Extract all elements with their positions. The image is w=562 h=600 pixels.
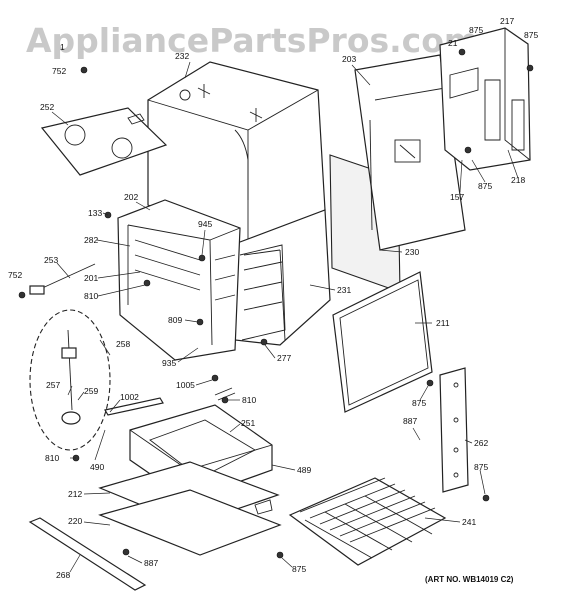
- part-label-201: 201: [84, 273, 98, 283]
- part-label-875: 875: [469, 25, 483, 35]
- screw-icon: [143, 279, 151, 287]
- oven-rack-part: [288, 477, 447, 566]
- leader-lines: [51, 61, 519, 573]
- part-label-490: 490: [90, 462, 104, 472]
- probe-rod-part: [29, 263, 96, 295]
- part-label-1002: 1002: [120, 392, 139, 402]
- part-label-157: 157: [450, 192, 464, 202]
- screw-icon: [80, 66, 88, 74]
- part-label-809: 809: [168, 315, 182, 325]
- part-label-810: 810: [45, 453, 59, 463]
- part-label-257: 257: [46, 380, 60, 390]
- top-plate-part: [40, 107, 168, 176]
- part-label-212: 212: [68, 489, 82, 499]
- light-assembly-part: [29, 309, 111, 451]
- part-label-887: 887: [144, 558, 158, 568]
- part-label-211: 211: [436, 318, 450, 328]
- screw-icon: [464, 146, 472, 154]
- part-label-203: 203: [342, 54, 356, 64]
- part-label-230: 230: [405, 247, 419, 257]
- part-label-268: 268: [56, 570, 70, 580]
- part-label-752: 752: [52, 66, 66, 76]
- front-trim-part: [28, 517, 147, 591]
- bottom-panel-part: [98, 461, 282, 556]
- part-label-752: 752: [8, 270, 22, 280]
- part-label-1: 1: [60, 42, 65, 52]
- screw-icon: [221, 396, 229, 404]
- part-label-875: 875: [478, 181, 492, 191]
- screw-icon: [211, 374, 219, 382]
- part-label-810: 810: [242, 395, 256, 405]
- trim-bar-part: [104, 397, 164, 416]
- part-label-887: 887: [403, 416, 417, 426]
- part-label-241: 241: [462, 517, 476, 527]
- part-label-218: 218: [511, 175, 525, 185]
- part-label-251: 251: [241, 418, 255, 428]
- part-label-945: 945: [198, 219, 212, 229]
- part-label-489: 489: [297, 465, 311, 475]
- screw-icon: [458, 48, 466, 56]
- screw-icon: [122, 548, 130, 556]
- part-label-21: 21: [448, 38, 458, 48]
- art-number: (ART NO. WB14019 C2): [425, 575, 514, 584]
- part-label-259: 259: [84, 386, 98, 396]
- part-label-1005: 1005: [176, 380, 195, 390]
- part-label-875: 875: [474, 462, 488, 472]
- part-label-133: 133: [88, 208, 102, 218]
- rack-support-part: [214, 387, 236, 401]
- screw-icon: [526, 64, 534, 72]
- screw-icon: [276, 551, 284, 559]
- control-box-part: [439, 27, 531, 171]
- hinge-bracket-part: [439, 367, 469, 493]
- screw-icon: [198, 254, 206, 262]
- rear-cover-part: [354, 54, 466, 251]
- part-label-875: 875: [524, 30, 538, 40]
- part-label-231: 231: [337, 285, 351, 295]
- screw-icon: [482, 494, 490, 502]
- screw-icon: [260, 338, 268, 346]
- part-label-253: 253: [44, 255, 58, 265]
- screw-icon: [18, 291, 26, 299]
- part-labels: 217 875 875 21 1 752 232 203 252 218 875…: [8, 16, 538, 580]
- screw-icon: [426, 379, 434, 387]
- part-label-202: 202: [124, 192, 138, 202]
- part-label-217: 217: [500, 16, 514, 26]
- part-label-875: 875: [292, 564, 306, 574]
- part-label-277: 277: [277, 353, 291, 363]
- part-label-232: 232: [175, 51, 189, 61]
- part-label-258: 258: [116, 339, 130, 349]
- part-label-810: 810: [84, 291, 98, 301]
- part-label-935: 935: [162, 358, 176, 368]
- gasket-frame-part: [332, 271, 433, 413]
- watermark: AppliancePartsPros.com: [26, 21, 478, 60]
- part-label-220: 220: [68, 516, 82, 526]
- oven-liner-part: [117, 199, 286, 361]
- part-label-875: 875: [412, 398, 426, 408]
- part-label-252: 252: [40, 102, 54, 112]
- part-label-262: 262: [474, 438, 488, 448]
- part-label-282: 282: [84, 235, 98, 245]
